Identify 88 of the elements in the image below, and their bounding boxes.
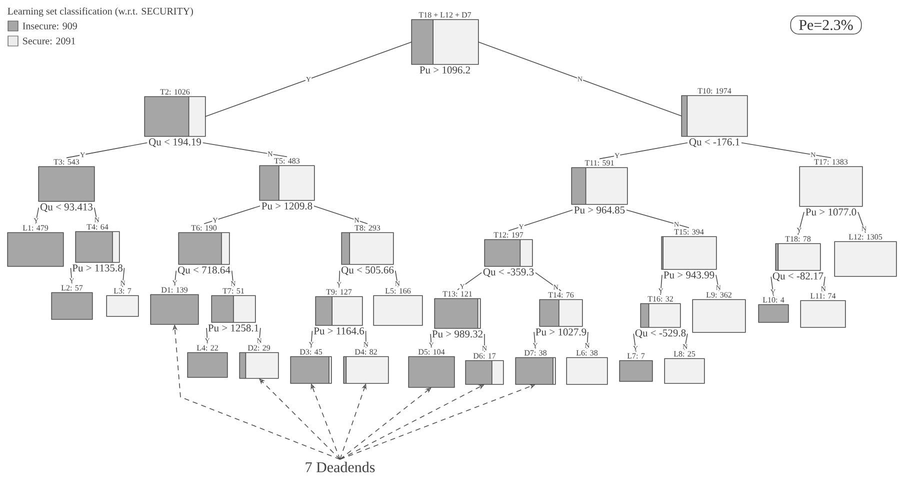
tree-branch — [94, 207, 98, 224]
tree-branch — [478, 42, 682, 116]
node-header: L5: 166 — [385, 288, 411, 294]
node-header: D6: 17 — [473, 353, 496, 359]
split-test: Qu < 718.64 — [178, 266, 230, 276]
tree-branch — [684, 333, 688, 350]
split-test: Qu < 505.66 — [341, 266, 394, 276]
tree-branch — [204, 206, 260, 224]
tree-branch — [66, 142, 148, 158]
tree-branch — [822, 276, 826, 292]
split-test: Pu > 1027.9 — [536, 328, 586, 336]
node-header: L12: 1305 — [848, 234, 882, 240]
node-header: T2: 1026 — [160, 89, 190, 95]
tree-branch — [770, 276, 774, 296]
tree-branch — [394, 270, 398, 288]
tree-branch — [798, 212, 804, 236]
split-test: Pu > 1077.0 — [806, 208, 856, 216]
node-header: L1: 479 — [22, 225, 48, 231]
legend-text: Insecure: 909 — [22, 22, 77, 30]
tree-branch — [599, 142, 688, 160]
node-header: L6: 38 — [576, 350, 598, 356]
tree-branch — [338, 270, 340, 288]
node-header: T5: 483 — [274, 158, 300, 164]
node-header: T11: 591 — [584, 160, 614, 166]
node-header: T17: 1383 — [814, 159, 848, 165]
tree-branch — [716, 274, 720, 292]
node-header: L3: 7 — [114, 288, 132, 294]
error-rate-box: Pe=2.3% — [790, 16, 862, 34]
split-test: Qu < 194.19 — [148, 138, 201, 148]
node-header: L4: 22 — [196, 345, 218, 351]
node-header: L8: 25 — [674, 351, 696, 357]
node-header: T14: 76 — [548, 292, 574, 298]
tree-branch — [508, 210, 573, 232]
node-header: T7: 51 — [222, 288, 244, 294]
node-header: T13: 121 — [442, 291, 472, 297]
node-header: D4: 82 — [354, 349, 377, 355]
tree-branch — [122, 268, 125, 288]
tree-branch — [535, 272, 562, 292]
node-header: T9: 127 — [326, 289, 352, 295]
node-header: D1: 139 — [161, 287, 188, 293]
tree-branch — [586, 332, 588, 350]
tree-branch — [202, 142, 288, 158]
split-test: Qu < -176.1 — [689, 138, 740, 148]
split-test: Pu > 964.85 — [574, 206, 625, 214]
node-header: T18: 78 — [785, 236, 811, 242]
node-header: T6: 190 — [191, 225, 217, 231]
node-header: D5: 104 — [418, 349, 445, 355]
node-header: T16: 32 — [648, 296, 673, 302]
split-test: Qu < -82.17 — [772, 272, 824, 282]
tree-branch — [314, 206, 368, 224]
node-header: L9: 362 — [706, 292, 732, 298]
tree-branch — [365, 330, 366, 348]
legend-text: Secure: 2091 — [23, 38, 76, 44]
split-test: Pu > 1209.8 — [262, 202, 312, 210]
node-header: T4: 64 — [86, 224, 108, 230]
node-header: D2: 29 — [248, 345, 270, 351]
tree-branch — [741, 142, 832, 158]
node-header: D3: 45 — [300, 349, 322, 355]
tree-branch — [310, 330, 313, 348]
legend-title: Learning set classification (w.r.t. SECURITY) — [8, 7, 193, 17]
tree-branch — [534, 332, 536, 350]
node-header: D7: 38 — [524, 350, 547, 356]
node-header: L2: 57 — [61, 285, 83, 291]
split-test: Qu < -529.8 — [635, 329, 686, 338]
caption-text: 7 Deadends — [306, 462, 375, 472]
split-test: Pu > 1135.8 — [72, 264, 122, 272]
tree-branch — [626, 210, 690, 228]
node-header: T15: 394 — [674, 229, 704, 235]
node-header: T10: 1974 — [698, 88, 732, 94]
node-header: T3: 543 — [54, 159, 80, 165]
tree-branch — [231, 270, 234, 288]
node-header: L10: 4 — [762, 297, 784, 303]
node-header: L7: 7 — [627, 353, 645, 359]
node-header: T12: 197 — [494, 232, 524, 238]
split-test: Pu > 1096.2 — [420, 66, 470, 74]
split-test: Qu < -359.3 — [483, 268, 534, 278]
split-test: Pu > 1164.6 — [314, 327, 364, 334]
tree-branch — [457, 272, 482, 290]
node-header: L11: 74 — [810, 293, 836, 299]
split-test: Pu > 943.99 — [664, 271, 714, 278]
node-header: T8: 293 — [354, 225, 380, 231]
tree-branch — [258, 328, 261, 344]
node-header: T18 + L12 + D7 — [418, 12, 472, 18]
tree-branch — [205, 42, 412, 117]
split-test: Pu > 1258.1 — [208, 324, 258, 332]
split-test: Qu < 93.413 — [40, 203, 93, 212]
tree-branch — [35, 207, 40, 224]
split-test: Pu > 989.32 — [432, 330, 482, 338]
